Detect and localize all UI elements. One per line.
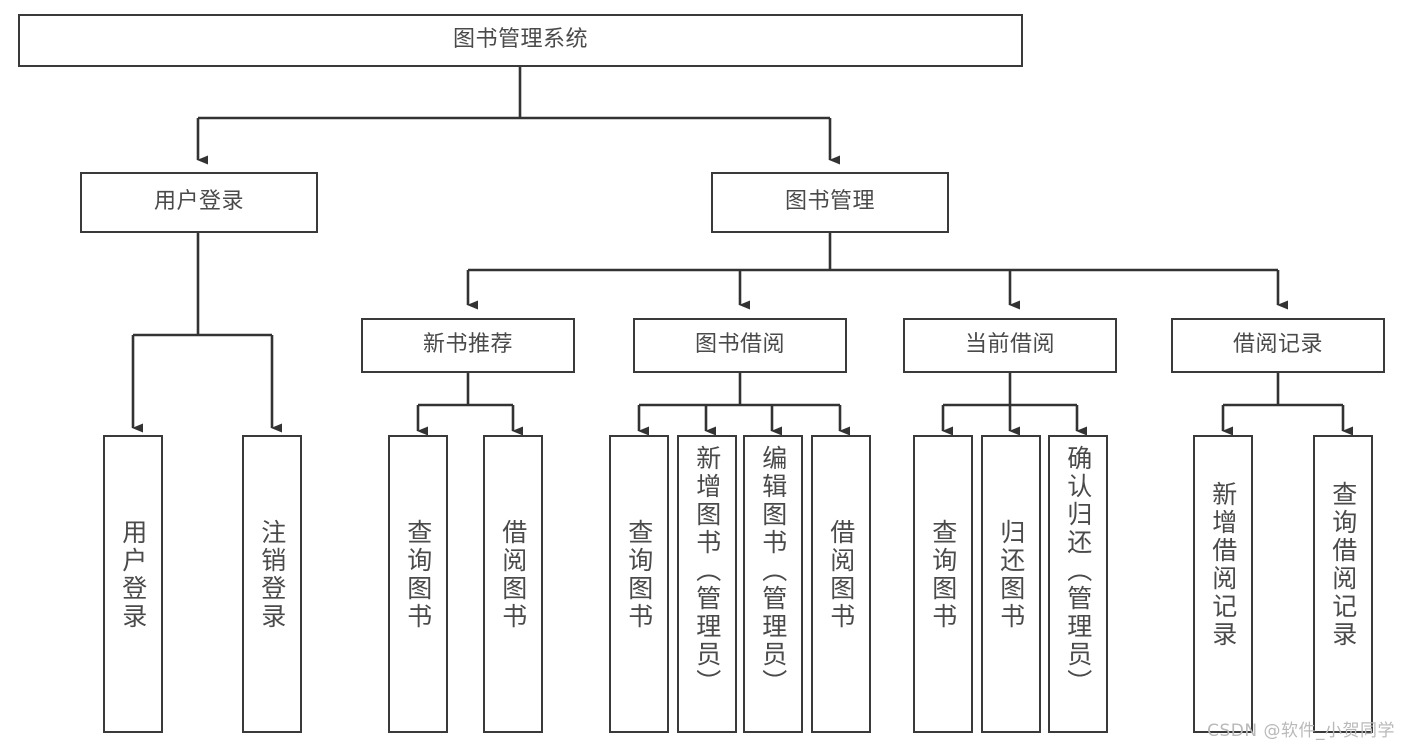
- node-label: 借阅图书: [498, 519, 528, 631]
- leaf-query-borrow-record[interactable]: 查询借阅记录: [1313, 435, 1373, 733]
- leaf-add-borrow-record[interactable]: 新增借阅记录: [1193, 435, 1253, 733]
- node-label: 用户登录: [153, 189, 244, 215]
- node-label: 编辑图书（管理员）: [758, 445, 788, 697]
- node-root-book-management-system[interactable]: 图书管理系统: [18, 14, 1023, 67]
- node-label: 查询图书: [403, 519, 433, 631]
- node-label: 图书借阅: [694, 332, 785, 358]
- node-user-login[interactable]: 用户登录: [80, 172, 318, 233]
- leaf-add-book-admin[interactable]: 新增图书（管理员）: [677, 435, 737, 733]
- node-label: 新书推荐: [422, 332, 513, 358]
- node-label: 查询图书: [624, 519, 654, 631]
- node-current-borrow[interactable]: 当前借阅: [903, 318, 1117, 373]
- node-label: 新增图书（管理员）: [692, 445, 722, 697]
- node-book-management[interactable]: 图书管理: [711, 172, 949, 233]
- node-label: 图书管理: [784, 189, 875, 215]
- node-label: 借阅记录: [1232, 332, 1323, 358]
- node-label: 当前借阅: [964, 332, 1055, 358]
- leaf-query-book-current[interactable]: 查询图书: [913, 435, 973, 733]
- csdn-watermark: CSDN @软件_小贺同学: [1207, 721, 1395, 741]
- leaf-borrow-book[interactable]: 借阅图书: [811, 435, 871, 733]
- node-label: 图书管理系统: [452, 27, 588, 53]
- node-borrow-record[interactable]: 借阅记录: [1171, 318, 1385, 373]
- node-label: 借阅图书: [826, 519, 856, 631]
- node-label: 新增借阅记录: [1208, 481, 1238, 649]
- leaf-query-book-recommend[interactable]: 查询图书: [388, 435, 448, 733]
- node-label: 注销登录: [257, 519, 287, 631]
- leaf-query-book-borrow[interactable]: 查询图书: [609, 435, 669, 733]
- node-label: 查询图书: [928, 519, 958, 631]
- leaf-return-book[interactable]: 归还图书: [981, 435, 1041, 733]
- leaf-edit-book-admin[interactable]: 编辑图书（管理员）: [743, 435, 803, 733]
- node-label: 用户登录: [118, 519, 148, 631]
- node-label: 查询借阅记录: [1328, 481, 1358, 649]
- node-new-book-recommend[interactable]: 新书推荐: [361, 318, 575, 373]
- leaf-logout-login[interactable]: 注销登录: [242, 435, 302, 733]
- leaf-confirm-return-admin[interactable]: 确认归还（管理员）: [1048, 435, 1108, 733]
- node-label: 归还图书: [996, 519, 1026, 631]
- leaf-user-login[interactable]: 用户登录: [103, 435, 163, 733]
- leaf-borrow-book-recommend[interactable]: 借阅图书: [483, 435, 543, 733]
- node-label: 确认归还（管理员）: [1063, 445, 1093, 697]
- node-book-borrow[interactable]: 图书借阅: [633, 318, 847, 373]
